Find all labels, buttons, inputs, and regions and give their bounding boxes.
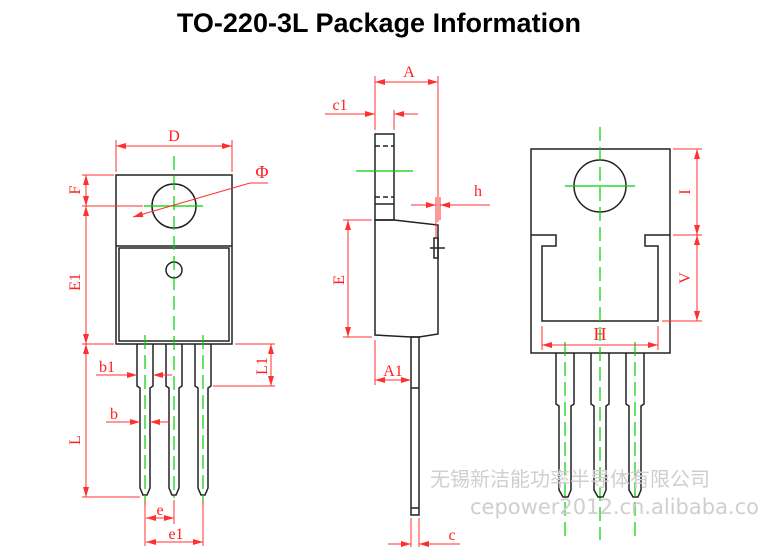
dim-label-L1: L1 bbox=[254, 357, 271, 375]
dim-label-h: h bbox=[474, 183, 482, 200]
side-lead bbox=[410, 336, 420, 516]
dim-label-c1: c1 bbox=[332, 97, 347, 114]
side-view: A c1 h E A1 c bbox=[325, 64, 490, 547]
dim-label-H: H bbox=[594, 324, 607, 344]
dim-label-F: F bbox=[67, 185, 84, 194]
dim-label-V: V bbox=[677, 272, 694, 284]
dim-label-A1: A1 bbox=[383, 363, 403, 380]
dim-label-e1: e1 bbox=[168, 526, 183, 543]
back-view: I V H bbox=[530, 127, 702, 540]
dim-label-I: I bbox=[677, 189, 694, 194]
dim-label-b1: b1 bbox=[99, 359, 115, 376]
leads bbox=[136, 335, 212, 505]
dim-label-A: A bbox=[403, 64, 415, 81]
dim-label-e: e bbox=[156, 502, 163, 519]
heatsink-tab bbox=[374, 133, 395, 221]
dim-label-c: c bbox=[448, 527, 455, 544]
dim-label-phi: Φ bbox=[255, 162, 268, 182]
dim-label-L: L bbox=[67, 435, 84, 445]
page-title: TO-220-3L Package Information bbox=[176, 8, 582, 38]
watermark-company: 无锡新洁能功率半导体有限公司 bbox=[430, 467, 710, 491]
front-view: D Φ F E1 L b1 b L1 e e1 bbox=[67, 128, 275, 546]
watermark: 无锡新洁能功率半导体有限公司 cepower2012.cn.alibaba.co… bbox=[430, 467, 758, 519]
dim-label-E: E bbox=[331, 275, 348, 285]
side-body bbox=[374, 219, 439, 338]
watermark-url: cepower2012.cn.alibaba.com bbox=[470, 495, 758, 519]
dim-label-E1: E1 bbox=[67, 273, 84, 291]
dim-label-D: D bbox=[168, 128, 180, 145]
dim-label-b: b bbox=[110, 406, 118, 423]
